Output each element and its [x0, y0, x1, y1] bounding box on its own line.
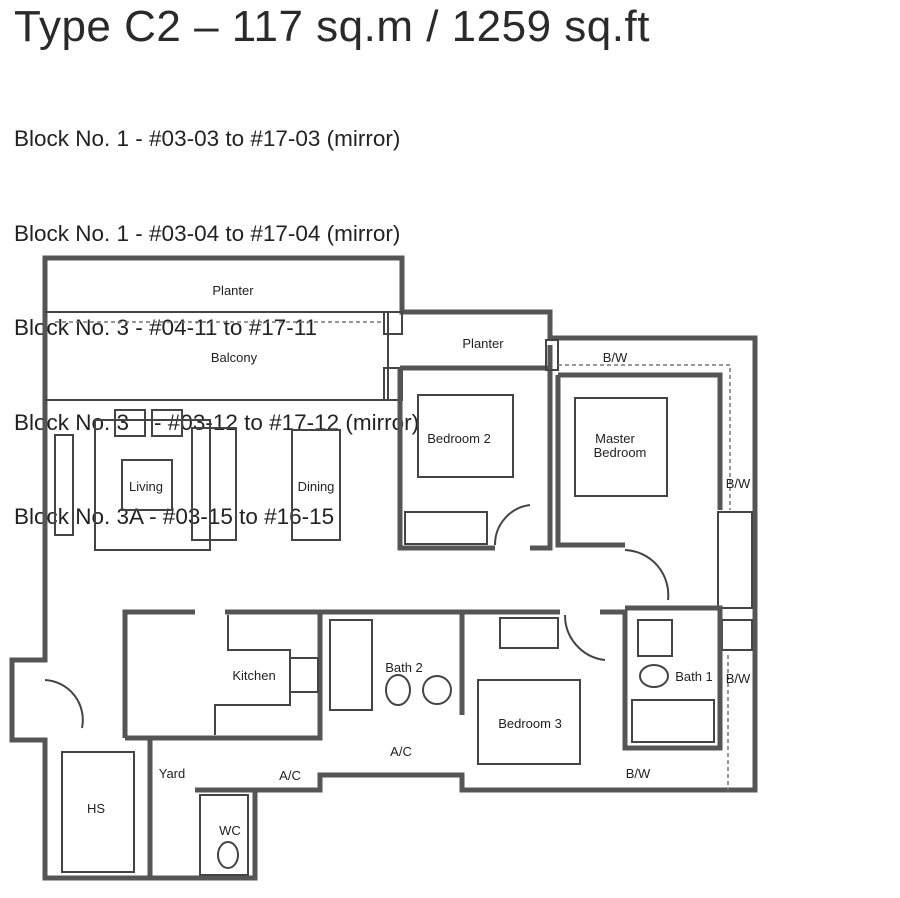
coffee-table [121, 459, 173, 511]
wardrobe [499, 617, 559, 649]
label-yard: Yard [159, 766, 186, 781]
label-bay-window: B/W [726, 476, 751, 491]
label-planter: Planter [462, 336, 504, 351]
label-wc: WC [219, 823, 241, 838]
tv-console [54, 434, 74, 536]
shaft [721, 619, 753, 651]
bed [477, 679, 581, 765]
bw-line [558, 364, 731, 510]
door-swing [44, 679, 84, 729]
planter-wall [45, 311, 400, 401]
interior-wall [122, 605, 723, 751]
door-swing [624, 549, 670, 601]
wardrobe [717, 511, 753, 609]
wc-room [199, 794, 249, 876]
service-wall [147, 735, 255, 878]
label-kitchen: Kitchen [232, 668, 275, 683]
column [545, 339, 559, 371]
label-bath-2: Bath 2 [385, 660, 423, 675]
label-ac-ledge: A/C [390, 744, 412, 759]
label-bath-1: Bath 1 [675, 669, 713, 684]
door-swing [563, 614, 606, 661]
bathtub [631, 699, 715, 743]
toilet [385, 674, 411, 706]
label-bay-window: B/W [603, 350, 628, 365]
bed [417, 394, 514, 478]
dining-table [291, 429, 341, 541]
label-bay-window: B/W [726, 671, 751, 686]
label-dining: Dining [298, 479, 335, 494]
toilet [639, 664, 669, 688]
column [383, 311, 403, 335]
label-living: Living [129, 479, 163, 494]
label-master-bedroom: Master [595, 431, 635, 446]
household-shelter [61, 751, 135, 873]
outer-wall [9, 255, 758, 881]
label-ac-ledge: A/C [279, 768, 301, 783]
block-line: Block No. 1 - #03-04 to #17-04 (mirror) [14, 220, 401, 246]
unit-type-title: Type C2 – 117 sq.m / 1259 sq.ft [14, 2, 650, 51]
armchair [151, 409, 183, 437]
label-bedroom-2: Bedroom 2 [427, 431, 491, 446]
label-balcony: Balcony [211, 350, 258, 365]
label-bay-window: B/W [626, 766, 651, 781]
hob [289, 657, 319, 693]
wardrobe [404, 511, 488, 545]
bed [574, 397, 668, 497]
block-line: Block No. 3A - #03-15 to #16-15 [14, 504, 335, 529]
shower [329, 619, 373, 711]
basin [422, 675, 452, 705]
armchair [114, 409, 146, 437]
block-list: Block No. 1 - #03-03 to #17-03 (mirror) … [14, 60, 419, 564]
vanity [637, 619, 673, 657]
label-master-bedroom: Bedroom [594, 445, 647, 460]
bedroom2-wall [397, 345, 553, 551]
block-line: Block No. 3 - #03-12 to #17-12 (mirror) [14, 409, 420, 435]
master-wall [555, 372, 723, 548]
block-line: Block No. 1 - #03-03 to #17-03 (mirror) [14, 126, 401, 151]
door-swing [493, 504, 531, 546]
toilet [217, 841, 239, 869]
sofa [191, 427, 237, 541]
label-household-shelter: HS [87, 801, 105, 816]
label-planter: Planter [212, 283, 254, 298]
label-bedroom-3: Bedroom 3 [498, 716, 562, 731]
